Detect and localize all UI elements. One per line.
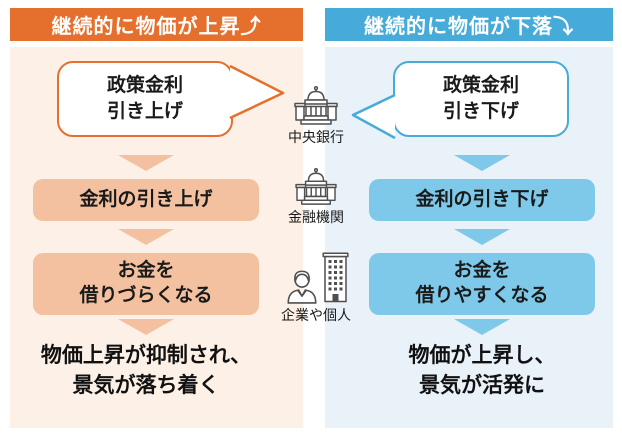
right-step-rate-cut-box: 金利の引き下げ: [369, 179, 595, 221]
right-step1-label: 金利の引き下げ: [415, 188, 549, 210]
actor-companies-and-individuals: 企業や個人: [271, 250, 361, 325]
person-icon: [286, 270, 317, 304]
left-policy-rate-bubble: 政策金利 引き上げ: [57, 61, 233, 137]
right-step-borrowing-box: お金を 借りやすくなる: [369, 253, 595, 315]
actor-financial-label: 金融機関: [288, 209, 344, 225]
left-bubble-line2: 引き上げ: [106, 101, 183, 122]
left-header-label: 継続的に物価が上昇⤴: [51, 16, 262, 38]
actor-companies-label: 企業や個人: [281, 307, 351, 323]
left-step2-line2: 借りづらくなる: [79, 285, 213, 306]
right-step2-line2: 借りやすくなる: [415, 285, 549, 306]
right-header-label: 継続的に物価が下落⤵: [364, 16, 574, 38]
left-step1-label: 金利の引き上げ: [79, 188, 213, 210]
bank-icon: [295, 168, 337, 205]
bank-icon: [294, 86, 338, 125]
left-step-rate-raise-box: 金利の引き上げ: [33, 179, 259, 221]
left-outcome-text: 物価上昇が抑制され、 景気が落ち着く: [33, 341, 259, 402]
right-outcome-line1: 物価が上昇し、: [408, 344, 556, 367]
left-bubble-line1: 政策金利: [106, 75, 183, 97]
actor-central-bank: 中央銀行: [276, 86, 356, 147]
right-step2-line1: お金を: [453, 260, 511, 282]
right-bubble-tail: [351, 93, 396, 140]
actor-central-bank-label: 中央銀行: [288, 129, 344, 145]
actor-financial-institutions: 金融機関: [276, 168, 356, 227]
office-building-icon: [321, 252, 349, 303]
left-step2-line1: お金を: [117, 260, 175, 282]
right-policy-rate-bubble: 政策金利 引き下げ: [393, 61, 569, 137]
left-bubble-tail: [229, 64, 285, 120]
left-step-borrowing-box: お金を 借りづらくなる: [33, 253, 259, 315]
left-outcome-line1: 物価上昇が抑制され、: [40, 344, 252, 367]
right-column-header: 継続的に物価が下落⤵: [325, 8, 613, 41]
right-bubble-line2: 引き下げ: [442, 101, 519, 122]
left-column-header: 継続的に物価が上昇⤴: [10, 8, 303, 41]
right-outcome-line2: 景気が活発に: [419, 374, 545, 398]
right-outcome-text: 物価が上昇し、 景気が活発に: [369, 341, 595, 402]
left-outcome-line2: 景気が落ち着く: [72, 374, 220, 398]
right-bubble-line1: 政策金利: [442, 75, 519, 97]
